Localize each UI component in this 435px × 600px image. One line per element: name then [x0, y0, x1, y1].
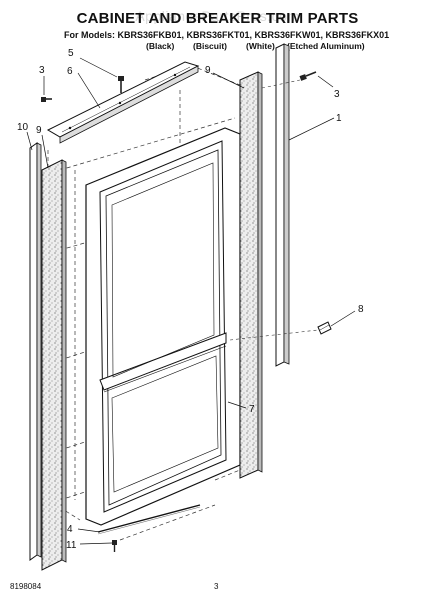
right-screw: [299, 71, 317, 81]
models-line: For Models: KBRS36FKB01, KBRS36FKT01, KB…: [64, 30, 390, 40]
right-long-trim-bar: [275, 43, 290, 367]
variant-black: (Black): [146, 41, 175, 51]
left-gasket-strip: [41, 159, 67, 571]
left-screw: [41, 97, 52, 102]
callout-5: 5: [68, 48, 74, 59]
watermark: AppliancePartsPros.com: [135, 8, 300, 24]
alignment-lines: [229, 79, 319, 341]
bottom-rod: [97, 504, 201, 535]
callout-1: 1: [336, 113, 342, 124]
top-trim-strip: [46, 61, 200, 144]
variant-white: (White): [246, 41, 275, 51]
door-frame: [85, 127, 241, 526]
trim-clip: [317, 321, 332, 335]
callout-6: 6: [67, 66, 73, 77]
callout-9-left: 9: [36, 125, 42, 136]
callout-11: 11: [66, 540, 77, 551]
right-gasket-strip: [239, 71, 263, 479]
variant-etched-aluminum: (Etched Aluminum): [287, 41, 365, 51]
callout-8: 8: [358, 304, 364, 315]
callout-7: 7: [249, 404, 255, 415]
callout-3-right: 3: [334, 89, 340, 100]
variant-biscuit: (Biscuit): [193, 41, 227, 51]
callout-4: 4: [67, 524, 73, 535]
left-outer-trim-bar: [29, 142, 42, 561]
callout-10: 10: [17, 122, 29, 133]
callout-3-left: 3: [39, 65, 45, 76]
page-title: CABINET AND BREAKER TRIM PARTS: [76, 10, 359, 27]
top-screw: [118, 76, 124, 93]
callout-9-right: 9: [205, 65, 211, 76]
doc-number: 8198084: [10, 582, 42, 591]
page-number: 3: [214, 582, 219, 591]
bottom-screw: [112, 540, 117, 552]
leader-lines: [26, 57, 356, 545]
